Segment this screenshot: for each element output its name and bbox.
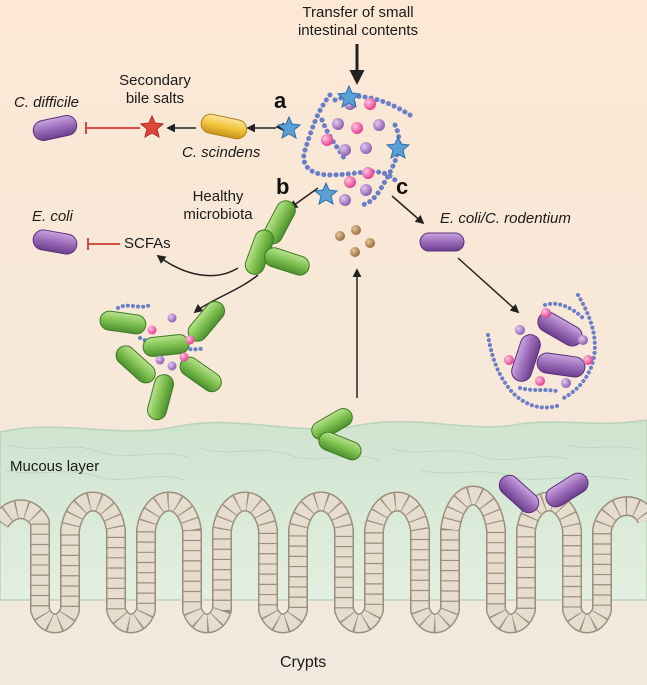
violet-particle xyxy=(339,194,351,206)
chain-strand xyxy=(486,333,562,410)
arrow-to-e-coli-c-rodentium xyxy=(391,195,425,225)
c-difficile-bacterium xyxy=(32,115,78,141)
green-bacterium xyxy=(99,310,147,335)
c-scindens-bacterium xyxy=(200,113,248,140)
c-difficile-label: C. difficile xyxy=(14,94,80,111)
brown-particle xyxy=(351,225,361,235)
healthy-microbiota-label: Healthy microbiota xyxy=(168,188,268,224)
chain-strand xyxy=(558,293,597,402)
pink-particle xyxy=(147,325,157,335)
scfas-label: SCFAs xyxy=(124,235,171,252)
healthy-microbiota-line1: Healthy xyxy=(192,188,244,205)
transfer-label-line2: intestinal contents xyxy=(297,22,419,39)
violet-particle xyxy=(167,313,177,323)
green-colony xyxy=(99,300,226,421)
chain-strand xyxy=(543,301,587,322)
violet-particle xyxy=(332,118,344,130)
secondary-bile-salts-line1: Secondary xyxy=(119,72,191,89)
violet-particle xyxy=(167,361,177,371)
e-coli-c-rodentium-label: E. coli/C. rodentium xyxy=(440,210,571,227)
brown-particle xyxy=(350,247,360,257)
blue-star-icon xyxy=(313,181,339,206)
arrow-to-healthy-microbiota xyxy=(288,187,319,210)
green-bacterium xyxy=(179,356,222,393)
green-bacterium xyxy=(264,247,310,276)
crypts-label: Crypts xyxy=(280,654,327,671)
red-star-icon xyxy=(139,114,165,139)
violet-particle xyxy=(360,142,372,154)
pink-particle xyxy=(321,134,333,146)
purple-bacterium xyxy=(511,334,541,382)
violet-particle xyxy=(339,144,351,156)
panel-label-b: b xyxy=(276,174,290,199)
chain-strand xyxy=(319,117,348,163)
pink-particle xyxy=(583,355,593,365)
pink-particle xyxy=(351,122,363,134)
green-bacterium xyxy=(311,408,353,440)
brown-particle xyxy=(335,231,345,241)
healthy-microbiota-line2: microbiota xyxy=(183,206,253,223)
brown-particle xyxy=(365,238,375,248)
chain-strand xyxy=(518,386,562,394)
pink-particle xyxy=(185,335,195,345)
chain-strand xyxy=(302,92,333,153)
arrow-to-purple-colony xyxy=(457,257,520,314)
arrow-to-green-colony xyxy=(193,274,259,314)
blue-star-icon xyxy=(336,84,362,109)
green-bacterium xyxy=(318,431,362,461)
panel-label-c: c xyxy=(396,174,409,199)
c-scindens-label: C. scindens xyxy=(182,144,261,161)
violet-particle xyxy=(373,119,385,131)
lumen-base xyxy=(0,600,647,685)
green-bacterium xyxy=(146,374,174,421)
violet-particle xyxy=(155,355,165,365)
pink-particle xyxy=(362,167,374,179)
transfer-label: Transfer of small intestinal contents xyxy=(270,4,446,40)
pink-particle xyxy=(535,376,545,386)
blue-star-icon xyxy=(276,115,302,140)
violet-particle xyxy=(578,335,588,345)
violet-particle xyxy=(561,378,571,388)
secondary-bile-salts-label: Secondary bile salts xyxy=(100,72,210,108)
e-coli-label: E. coli xyxy=(32,208,73,225)
chain-strand xyxy=(301,147,398,183)
mucous-layer-label: Mucous layer xyxy=(10,458,100,475)
panel-label-a: a xyxy=(274,88,287,113)
purple-bacterium xyxy=(498,474,540,514)
transfer-label-line1: Transfer of small xyxy=(302,4,414,21)
epithelium-fill xyxy=(0,487,647,632)
purple-bacterium xyxy=(545,472,589,508)
violet-particle xyxy=(360,184,372,196)
e-coli-c-rodentium-bacterium xyxy=(419,232,465,252)
central-cluster xyxy=(301,84,413,208)
pink-particle xyxy=(364,98,376,110)
pink-particle xyxy=(344,176,356,188)
blue-star-icon xyxy=(385,135,411,160)
arrow-to-scfas xyxy=(156,254,239,277)
pink-particle xyxy=(179,352,189,362)
purple-colony xyxy=(486,293,597,410)
pink-particle xyxy=(504,355,514,365)
chain-strand xyxy=(116,303,152,310)
e-coli-bacterium xyxy=(32,229,78,255)
secondary-bile-salts-line2: bile salts xyxy=(125,90,185,107)
purple-bacterium xyxy=(536,352,586,378)
green-bacterium xyxy=(115,345,156,384)
pink-particle xyxy=(541,308,551,318)
violet-particle xyxy=(515,325,525,335)
